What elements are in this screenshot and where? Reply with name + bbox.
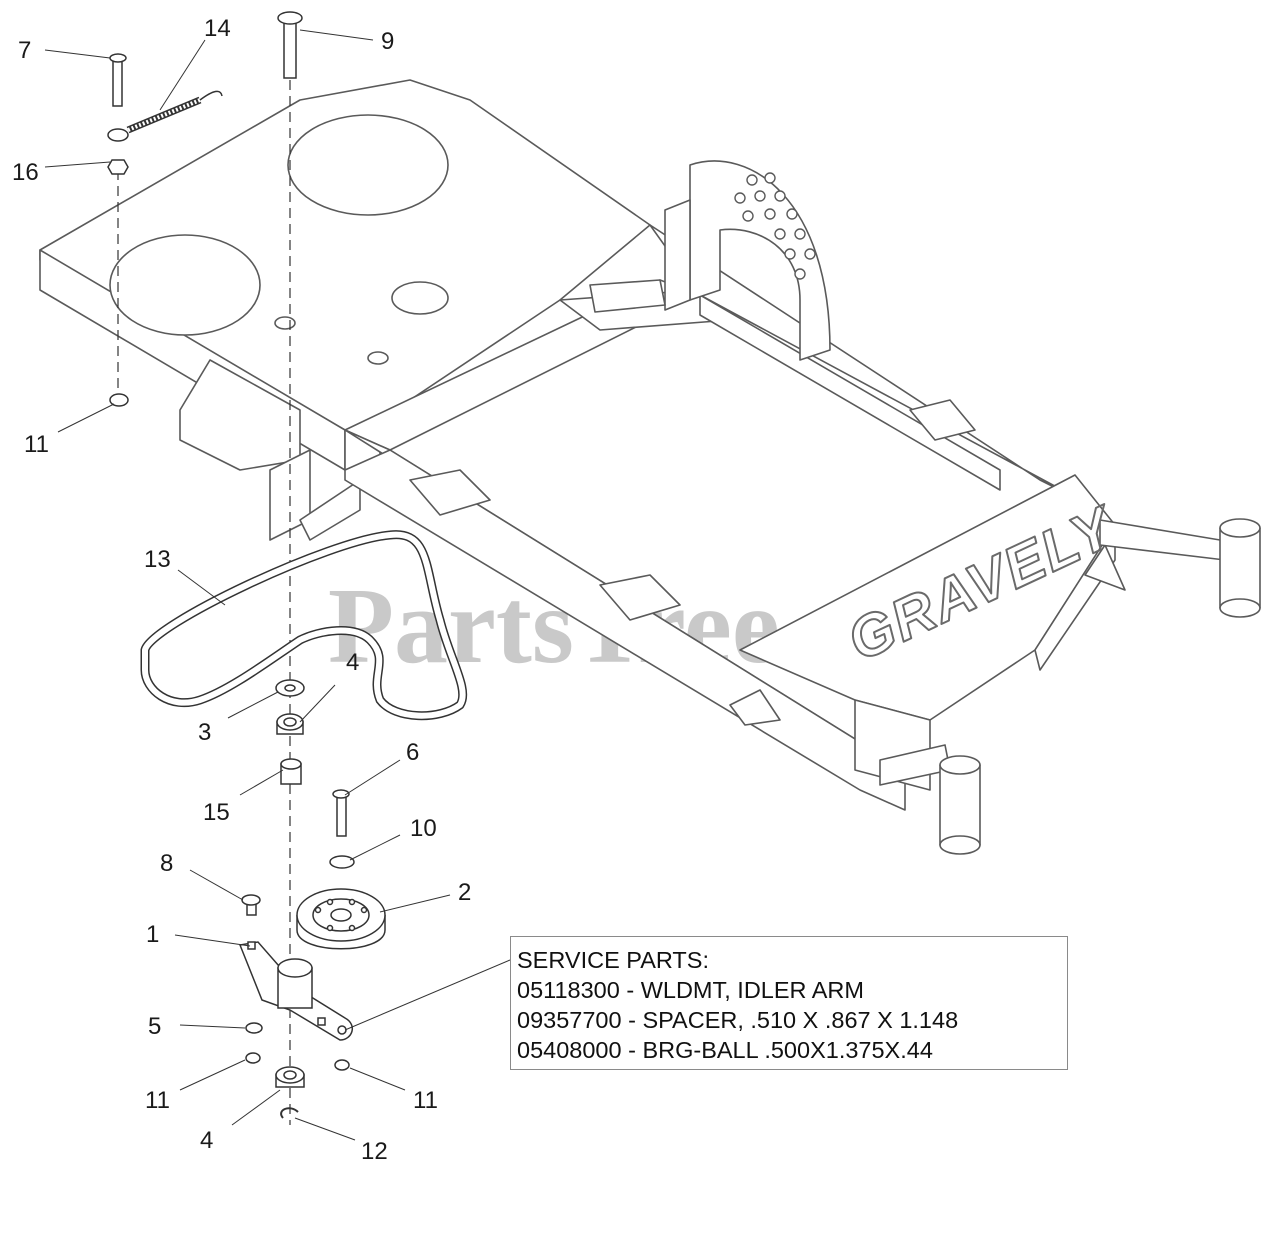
service-part-line-3: 05408000 - BRG-BALL .500X1.375X.44 — [517, 1037, 933, 1063]
idler-pulley-part-2 — [296, 888, 386, 950]
leader-lines — [44, 29, 511, 1141]
parts-lower — [238, 679, 386, 1119]
pin-part-7 — [109, 53, 127, 107]
spring-part-14 — [107, 90, 223, 142]
callout-10: 10 — [410, 815, 437, 842]
callout-6: 6 — [406, 739, 419, 766]
callout-11: 11 — [24, 431, 49, 458]
callout-2: 2 — [458, 879, 471, 906]
pin-part-9 — [277, 11, 303, 79]
callout-8: 8 — [160, 850, 173, 877]
mower-frame: GRAVELY — [39, 79, 1261, 855]
callout-3: 3 — [198, 719, 211, 746]
parts-upper — [107, 11, 303, 407]
snap-ring-part-12 — [280, 1107, 299, 1119]
callout-15: 15 — [203, 799, 230, 826]
service-part-line-1: 05118300 - WLDMT, IDLER ARM — [517, 977, 864, 1003]
bearing-part-4-upper — [276, 713, 304, 735]
service-parts-heading: SERVICE PARTS: — [517, 947, 709, 973]
nut-part-11-left — [245, 1052, 261, 1064]
washer-part-5 — [245, 1022, 263, 1034]
callout-1: 1 — [146, 921, 159, 948]
caster-tube-left — [939, 755, 981, 855]
washer-part-3 — [275, 679, 305, 697]
nut-part-11-right — [334, 1059, 350, 1071]
callout-5: 5 — [148, 1013, 161, 1040]
callout-9: 9 — [381, 28, 394, 55]
idler-arm-part-1 — [238, 941, 354, 1041]
spacer-part-15 — [280, 758, 302, 785]
callout-14: 14 — [204, 15, 231, 42]
callout-4-lower: 4 — [200, 1127, 213, 1154]
service-part-line-2: 09357700 - SPACER, .510 X .867 X 1.148 — [517, 1007, 959, 1033]
callout-7: 7 — [18, 37, 31, 64]
callout-16: 16 — [12, 159, 39, 186]
nut-part-16 — [107, 159, 129, 175]
bolt-part-8 — [241, 894, 261, 916]
callout-12: 12 — [361, 1138, 388, 1165]
callout-11-right: 11 — [413, 1087, 438, 1114]
center-hole — [391, 281, 449, 315]
washer-part-11-top — [109, 393, 129, 407]
callout-11-left: 11 — [145, 1087, 170, 1114]
callout-13: 13 — [144, 546, 171, 573]
motor-cutout-right — [287, 114, 449, 216]
motor-cutout-left — [109, 234, 261, 336]
bolt-part-6 — [332, 789, 350, 837]
caster-tube-right — [1219, 518, 1261, 618]
washer-part-10 — [329, 855, 355, 869]
service-parts-box: SERVICE PARTS: 05118300 - WLDMT, IDLER A… — [510, 936, 1068, 1070]
bearing-part-4-lower — [275, 1066, 305, 1088]
callout-labels: 7 14 9 16 11 13 4 3 6 15 10 8 2 1 5 11 1… — [12, 15, 471, 1165]
callout-4: 4 — [346, 649, 359, 676]
